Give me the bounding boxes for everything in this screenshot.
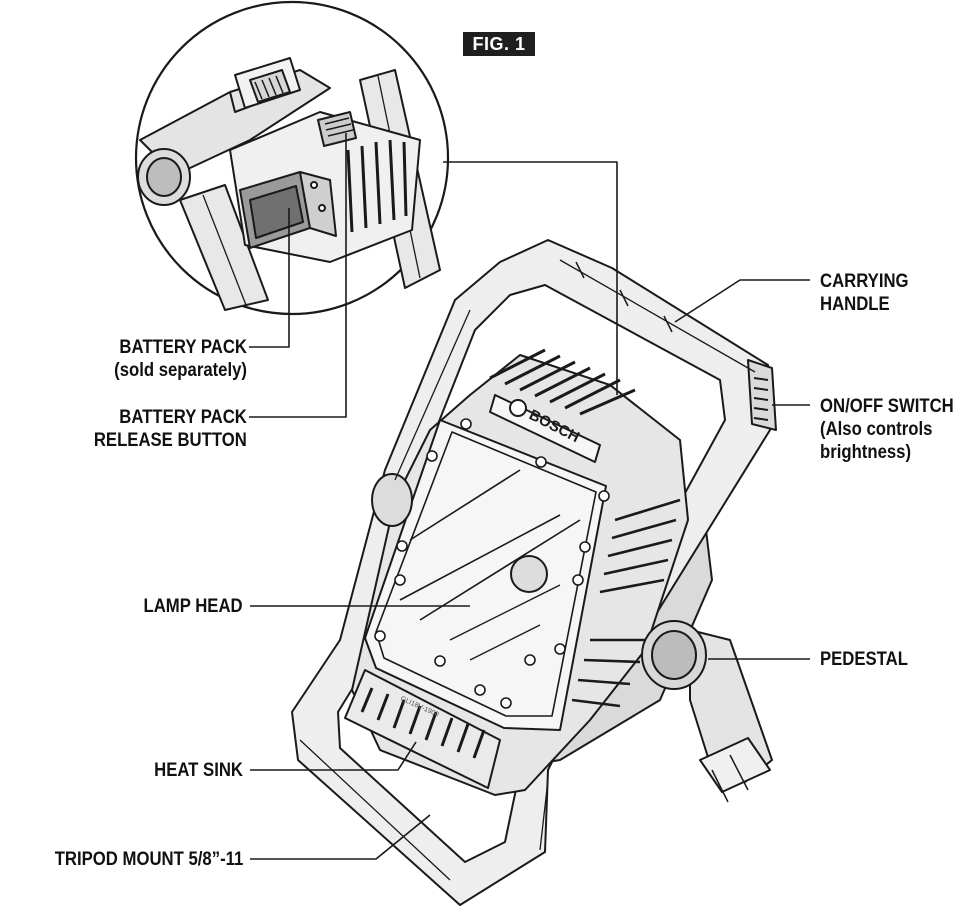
- callout-text: TRIPOD MOUNT 5/8”-11: [54, 849, 243, 870]
- callout-tripod-mount: TRIPOD MOUNT 5/8”-11: [54, 848, 243, 871]
- callout-text: CARRYING: [820, 271, 909, 292]
- work-light: [291, 239, 777, 906]
- callout-text: LAMP HEAD: [143, 596, 243, 617]
- leader-lines: [249, 133, 810, 860]
- callout-battery-pack: BATTERY PACK (sold separately): [114, 336, 247, 382]
- callout-pedestal: PEDESTAL: [820, 648, 908, 671]
- callout-text: ON/OFF SWITCH: [820, 396, 954, 417]
- callout-text: HEAT SINK: [154, 760, 243, 781]
- callout-carrying-handle: CARRYING HANDLE: [820, 270, 909, 316]
- callout-heat-sink: HEAT SINK: [154, 759, 243, 782]
- callout-text: (Also controls: [820, 419, 933, 440]
- callout-text: brightness): [820, 442, 912, 463]
- callout-text: PEDESTAL: [820, 649, 908, 670]
- callout-text: HANDLE: [820, 294, 890, 315]
- callout-text: (sold separately): [114, 360, 247, 381]
- callout-text: BATTERY PACK: [119, 407, 247, 428]
- callout-text: BATTERY PACK: [119, 337, 247, 358]
- battery-detail-view: [134, 0, 450, 316]
- callout-battery-release-button: BATTERY PACK RELEASE BUTTON: [94, 406, 247, 452]
- callout-on-off-switch: ON/OFF SWITCH (Also controls brightness): [820, 395, 954, 464]
- callout-text: RELEASE BUTTON: [94, 430, 247, 451]
- callout-lamp-head: LAMP HEAD: [144, 595, 243, 618]
- figure-label: FIG. 1: [463, 32, 535, 56]
